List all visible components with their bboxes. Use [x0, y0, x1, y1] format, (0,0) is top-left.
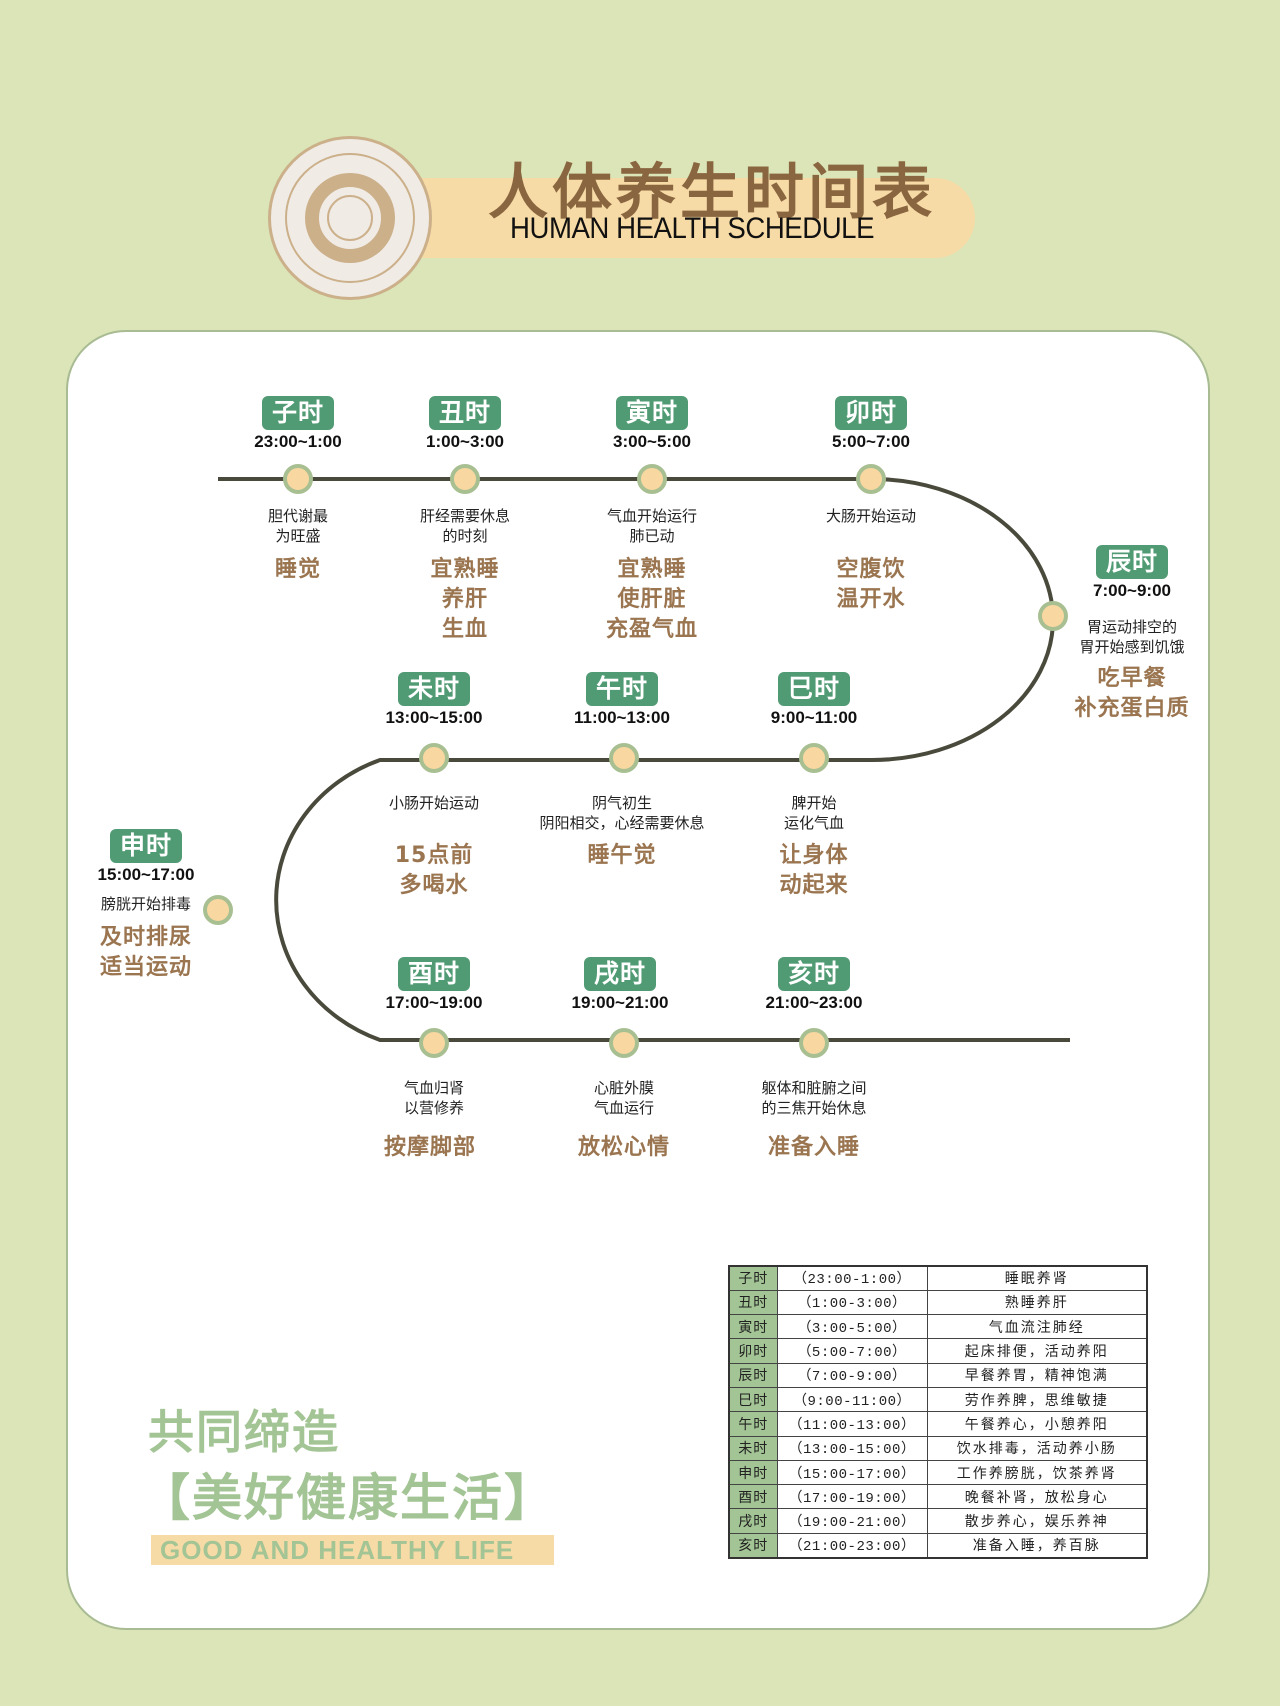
node-chen: 辰时 7:00~9:00 — [1032, 545, 1232, 601]
period-badge: 戌时 — [583, 957, 656, 991]
node-shen: 申时 15:00~17:00 — [46, 829, 246, 885]
summary-table: 子时（23:00-1:00）睡眠养肾 丑时（1:00-3:00）熟睡养肝 寅时（… — [728, 1265, 1148, 1559]
period-advice: 宜熟睡使肝脏充盈气血 — [605, 557, 698, 642]
period-time: 15:00~17:00 — [97, 865, 195, 884]
period-time: 13:00~15:00 — [385, 708, 483, 727]
timeline-dot — [637, 464, 667, 494]
period-time: 23:00~1:00 — [254, 432, 342, 451]
table-row: 辰时（7:00-9:00）早餐养胃，精神饱满 — [728, 1362, 1148, 1388]
period-time: 9:00~11:00 — [770, 708, 858, 727]
timeline-dot — [856, 464, 886, 494]
table-row: 酉时（17:00-19:00）晚餐补肾，放松身心 — [728, 1484, 1148, 1510]
timeline-dot — [419, 1028, 449, 1058]
period-time: 1:00~3:00 — [426, 432, 504, 451]
node-xu: 戌时 19:00~21:00 — [520, 957, 720, 1013]
period-advice: 空腹饮温开水 — [836, 557, 906, 612]
period-badge: 午时 — [585, 672, 658, 706]
period-badge: 申时 — [109, 829, 182, 863]
period-description: 胆代谢最为旺盛 — [267, 507, 328, 545]
table-row: 寅时（3:00-5:00）气血流注肺经 — [728, 1314, 1148, 1340]
period-badge: 未时 — [397, 672, 470, 706]
node-you: 酉时 17:00~19:00 — [334, 957, 534, 1013]
table-row: 丑时（1:00-3:00）熟睡养肝 — [728, 1289, 1148, 1316]
period-badge: 卯时 — [834, 396, 907, 430]
table-row: 申时（15:00-17:00）工作养膀胱，饮茶养肾 — [728, 1459, 1148, 1486]
period-advice: 放松心情 — [577, 1135, 670, 1160]
period-advice: 按摩脚部 — [383, 1135, 476, 1160]
table-row: 子时（23:00-1:00）睡眠养肾 — [728, 1265, 1148, 1291]
period-advice: 睡觉 — [274, 557, 321, 582]
period-advice: 准备入睡 — [767, 1135, 860, 1160]
timeline-dot — [1038, 601, 1068, 631]
timeline-dot — [609, 1028, 639, 1058]
period-advice: 宜熟睡养肝生血 — [430, 557, 500, 642]
period-badge: 辰时 — [1095, 545, 1168, 579]
table-row: 巳时（9:00-11:00）劳作养脾，思维敏捷 — [728, 1386, 1148, 1413]
period-time: 21:00~23:00 — [765, 993, 863, 1012]
slogan-english: GOOD AND HEALTHY LIFE — [160, 1535, 515, 1565]
node-yin: 寅时 3:00~5:00 — [552, 396, 752, 452]
timeline-dot — [419, 743, 449, 773]
node-si: 巳时 9:00~11:00 — [714, 672, 914, 728]
period-description: 阴气初生阴阳相交，心经需要休息 — [539, 794, 705, 832]
period-description: 气血归肾以营修养 — [403, 1079, 464, 1117]
period-badge: 亥时 — [777, 957, 850, 991]
node-wu: 午时 11:00~13:00 — [522, 672, 722, 728]
period-badge: 酉时 — [397, 957, 470, 991]
period-badge: 子时 — [261, 396, 334, 430]
period-badge: 巳时 — [777, 672, 850, 706]
node-hai: 亥时 21:00~23:00 — [714, 957, 914, 1013]
period-description: 躯体和脏腑之间的三焦开始休息 — [761, 1079, 867, 1117]
timeline-dot — [799, 743, 829, 773]
period-description: 气血开始运行肺已动 — [606, 507, 697, 545]
period-time: 19:00~21:00 — [571, 993, 669, 1012]
title-band — [400, 178, 975, 258]
timeline-dot — [799, 1028, 829, 1058]
period-advice: 15点前多喝水 — [394, 843, 474, 898]
period-advice: 睡午觉 — [587, 843, 657, 868]
period-time: 3:00~5:00 — [613, 432, 691, 451]
concentric-circle-logo — [268, 136, 432, 300]
period-time: 11:00~13:00 — [574, 708, 670, 727]
slogan-band — [151, 1535, 554, 1565]
period-description: 胃运动排空的胃开始感到饥饿 — [1079, 618, 1185, 656]
table-row: 戌时（19:00-21:00）散步养心，娱乐养神 — [728, 1508, 1148, 1534]
period-advice: 让身体动起来 — [779, 843, 849, 898]
node-chou: 丑时 1:00~3:00 — [365, 396, 565, 452]
period-advice: 吃早餐补充蛋白质 — [1074, 666, 1190, 721]
period-badge: 寅时 — [615, 396, 688, 430]
timeline-dot — [609, 743, 639, 773]
node-zi: 子时 23:00~1:00 — [198, 396, 398, 452]
slogan-line-2: 【美好健康生活】 — [140, 1469, 556, 1527]
timeline-dot — [450, 464, 480, 494]
timeline-dot — [203, 895, 233, 925]
period-description: 小肠开始运动 — [388, 794, 479, 812]
timeline-dot — [283, 464, 313, 494]
slogan-line-1: 共同缔造 — [148, 1405, 340, 1459]
period-description: 膀胱开始排毒 — [100, 895, 191, 913]
table-row: 未时（13:00-15:00）饮水排毒，活动养小肠 — [728, 1435, 1148, 1461]
page-title: 人体养生时间表 — [488, 158, 936, 228]
period-advice: 及时排尿适当运动 — [99, 925, 192, 980]
period-description: 肝经需要休息的时刻 — [419, 507, 510, 545]
period-description: 心脏外膜气血运行 — [593, 1079, 654, 1117]
table-row: 午时（11:00-13:00）午餐养心，小憩养阳 — [728, 1411, 1148, 1437]
table-row: 卯时（5:00-7:00）起床排便，活动养阳 — [728, 1338, 1148, 1364]
period-badge: 丑时 — [428, 396, 501, 430]
node-mao: 卯时 5:00~7:00 — [771, 396, 971, 452]
period-time: 7:00~9:00 — [1093, 581, 1171, 600]
period-description: 脾开始运化气血 — [783, 794, 844, 832]
page-subtitle: HUMAN HEALTH SCHEDULE — [510, 212, 875, 245]
table-row: 亥时（21:00-23:00）准备入睡，养百脉 — [728, 1532, 1148, 1559]
node-wei: 未时 13:00~15:00 — [334, 672, 534, 728]
period-time: 17:00~19:00 — [385, 993, 483, 1012]
period-time: 5:00~7:00 — [832, 432, 910, 451]
period-description: 大肠开始运动 — [825, 507, 916, 525]
